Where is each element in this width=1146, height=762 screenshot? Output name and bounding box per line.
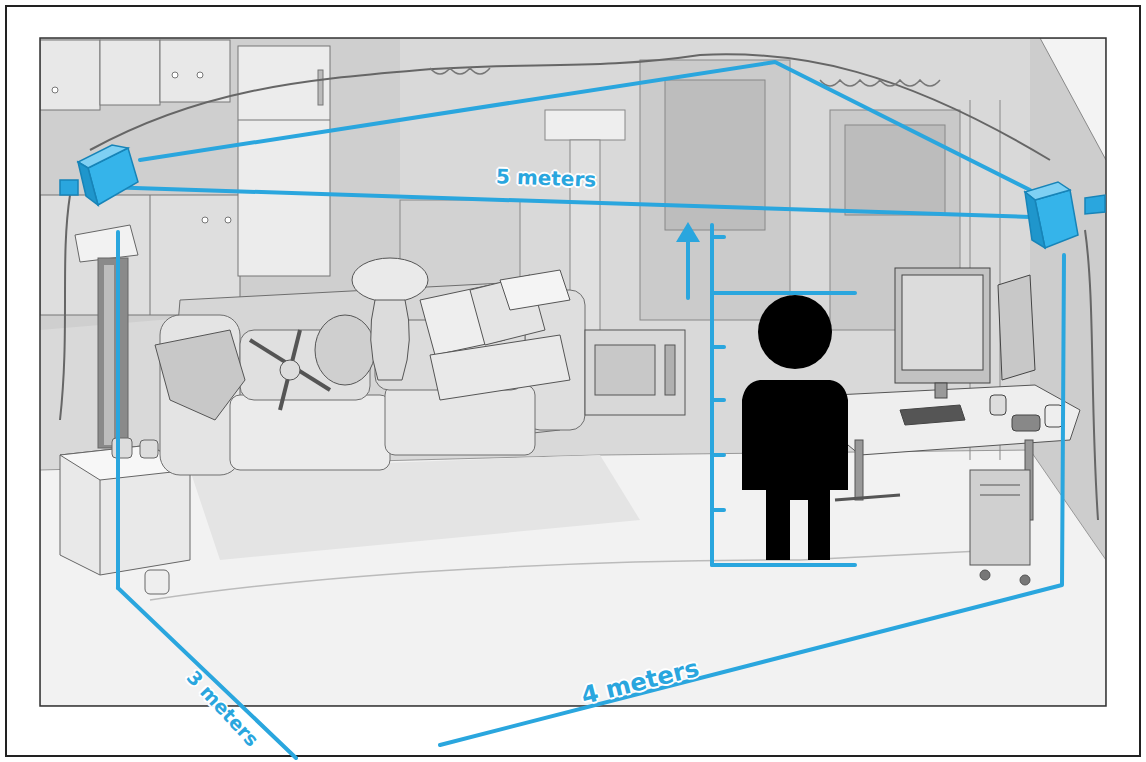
computer-monitors <box>1045 405 1063 427</box>
tracking-boundary <box>105 62 1064 758</box>
kitchen-cabinets <box>172 72 178 78</box>
height-ruler <box>712 345 724 349</box>
kitchen-cabinets <box>40 40 100 110</box>
person-silhouette <box>742 380 848 560</box>
station-cable <box>60 195 70 420</box>
microwave <box>665 345 675 395</box>
back-wall <box>40 38 1106 706</box>
table-lamp <box>371 300 410 380</box>
tracking-boundary <box>118 588 296 758</box>
boxes <box>430 335 570 400</box>
height-ruler <box>712 235 724 239</box>
fridge <box>238 120 330 121</box>
desk <box>855 440 863 500</box>
table-lamp <box>352 258 428 302</box>
kitchen-cabinets <box>150 195 151 315</box>
computer-monitors <box>935 383 947 398</box>
chair-on-sofa <box>280 330 300 410</box>
base-station <box>78 145 128 168</box>
chair-on-sofa <box>155 315 375 420</box>
dimension-label: 5 meters <box>496 166 597 189</box>
desk <box>980 495 1020 496</box>
microwave <box>595 345 655 395</box>
kitchen-cabinets <box>197 72 203 78</box>
side-table <box>140 440 158 458</box>
height-ruler <box>712 508 724 512</box>
base-station <box>60 145 138 205</box>
kitchen-cabinets <box>40 40 240 315</box>
tracking-boundary <box>140 62 1030 190</box>
height-ruler <box>712 291 855 295</box>
chair-on-sofa <box>280 360 300 380</box>
back-wall-details <box>640 60 790 320</box>
person-silhouette <box>758 295 832 369</box>
sofa <box>230 395 390 470</box>
side-table <box>145 570 169 594</box>
floor-seam <box>150 550 1000 600</box>
height-ruler <box>710 225 714 565</box>
base-station <box>1025 192 1045 248</box>
room-scene <box>40 38 1106 706</box>
chair-on-sofa <box>155 330 245 420</box>
kitchen-cabinets <box>160 40 230 102</box>
kitchen-cabinets <box>40 195 240 315</box>
computer-monitors <box>990 395 1006 415</box>
computer-monitors <box>895 268 990 383</box>
desk <box>1020 575 1030 585</box>
boxes <box>500 270 570 310</box>
floor-lamp <box>75 225 138 448</box>
base-station <box>1025 182 1105 248</box>
floor-shadow <box>190 455 640 560</box>
tracking-boundary <box>440 255 1064 745</box>
base-station <box>1085 195 1105 214</box>
computer-monitors <box>1012 415 1040 431</box>
desk <box>830 385 1080 585</box>
left-wall <box>40 38 400 330</box>
chair-on-sofa <box>315 315 375 385</box>
microwave <box>585 330 685 415</box>
floor-lamp <box>75 225 138 262</box>
desk <box>835 495 900 500</box>
desk <box>980 485 1020 486</box>
height-ruler <box>688 225 855 565</box>
height-ruler <box>686 240 690 298</box>
microwave <box>585 330 685 415</box>
boxes <box>420 270 570 400</box>
base-station <box>78 162 98 205</box>
height-ruler <box>712 398 724 402</box>
picture-frame <box>40 38 1106 706</box>
computer-monitors <box>902 275 983 370</box>
height-ruler <box>712 563 855 567</box>
height-ruler <box>712 453 724 457</box>
floor-lamp <box>104 265 114 445</box>
kitchen-cabinets <box>202 217 208 223</box>
table-lamp <box>352 258 428 380</box>
computer-monitors <box>998 275 1035 380</box>
tracking-boundary <box>105 187 1030 217</box>
kitchen-cabinets <box>225 217 231 223</box>
person-silhouette <box>742 295 848 560</box>
kitchen-cabinets <box>52 87 58 93</box>
up-arrow-head <box>676 222 700 242</box>
floor-lamp <box>98 258 128 448</box>
desk <box>970 470 1030 565</box>
wall-top-edge <box>1040 38 1106 160</box>
station-cable <box>1085 230 1098 520</box>
kitchen-cabinets <box>100 40 160 105</box>
desk <box>980 570 990 580</box>
side-table <box>112 438 132 458</box>
computer-monitors <box>895 268 1063 431</box>
desk <box>830 385 1080 455</box>
computer-monitors <box>900 405 965 425</box>
side-table <box>100 480 101 575</box>
back-wall-details <box>545 110 625 140</box>
tracking-boundary <box>116 232 120 588</box>
fridge <box>318 70 323 105</box>
base-station <box>60 180 78 195</box>
